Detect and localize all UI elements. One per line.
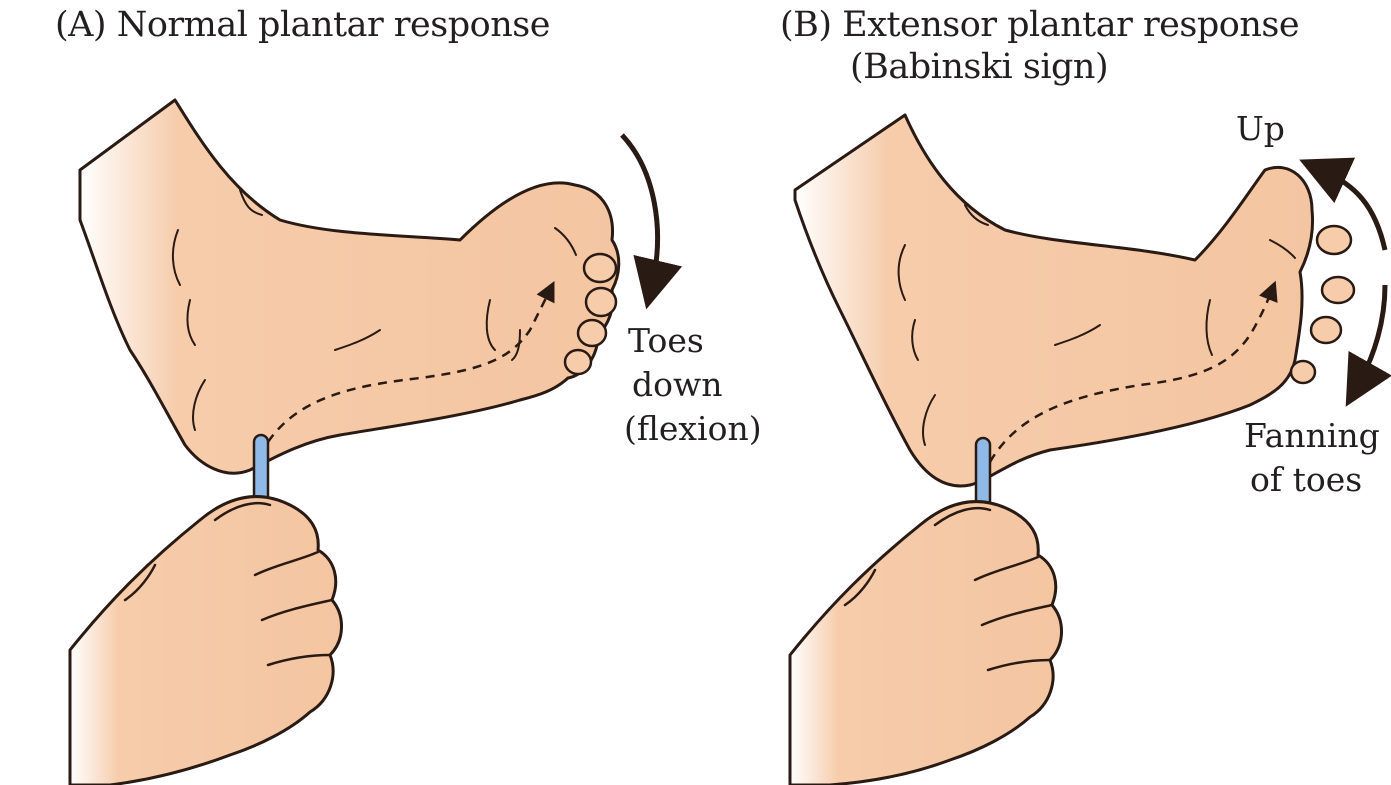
- curved-arrow-icon: [622, 135, 658, 285]
- reflex-hammer-icon: [254, 435, 268, 505]
- annotation-of-toes: of toes: [1250, 459, 1362, 501]
- annotation-fanning: Fanning: [1244, 415, 1380, 457]
- annotation-toes: Toes: [628, 320, 704, 362]
- panel-b-title-line1: (B) Extensor plantar response: [780, 8, 1299, 43]
- annotation-flexion: (flexion): [624, 408, 762, 450]
- double-curved-arrow-down-icon: [1358, 285, 1385, 385]
- panel-a-drawing: [70, 100, 658, 785]
- panel-b-title-line2: (Babinski sign): [850, 50, 1108, 85]
- panel-a-title: (A) Normal plantar response: [55, 8, 550, 43]
- hand-illustration: [70, 497, 342, 785]
- annotation-up: Up: [1236, 108, 1285, 150]
- hand-illustration-b: [790, 502, 1062, 785]
- reflex-hammer-icon-b: [976, 438, 990, 508]
- foot-illustration: [80, 100, 619, 473]
- annotation-down: down: [632, 364, 723, 406]
- foot-illustration-b: [795, 115, 1313, 486]
